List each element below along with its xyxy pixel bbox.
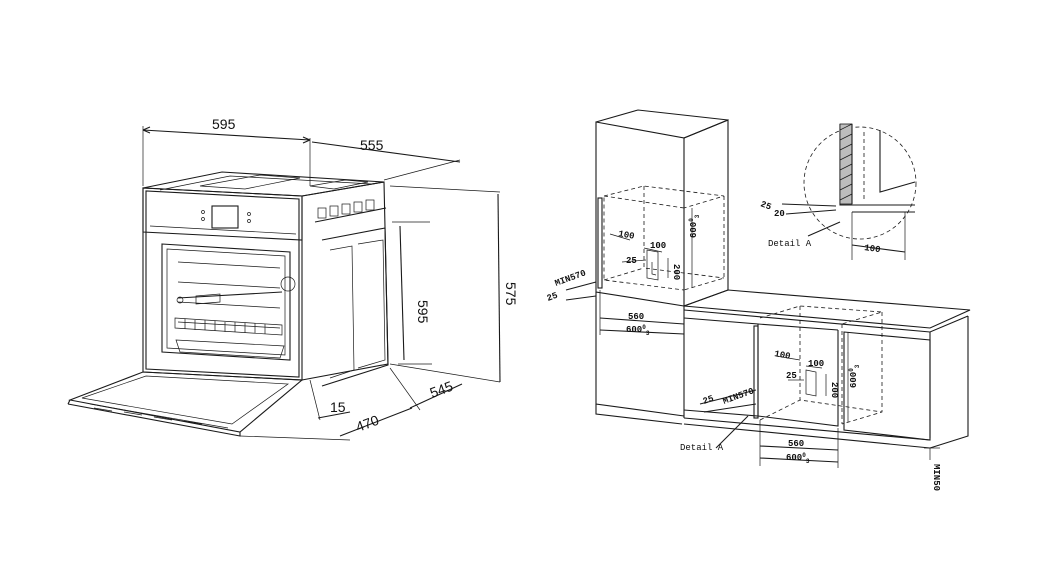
col-dim-600: 60003 — [626, 324, 650, 337]
uc-dim-100-a: 100 — [773, 349, 791, 362]
uc-dim-600-vert: 60003 — [848, 364, 861, 388]
uc-dim-min570: MIN570 — [722, 386, 756, 406]
dim-15: 15 — [330, 399, 346, 415]
uc-dim-25: 25 — [786, 371, 797, 381]
oven-cavity — [161, 243, 296, 361]
dim-depth-555: 555 — [360, 137, 384, 153]
dim-height-595: 595 — [415, 300, 431, 324]
column-side — [683, 119, 729, 307]
col-dim-100-a: 100 — [617, 229, 635, 242]
col-dim-25-b: 25 — [546, 291, 560, 304]
detail-dim-25: 25 — [759, 199, 773, 212]
worktop — [683, 289, 971, 329]
uc-dim-min50: MIN50 — [931, 464, 941, 491]
dim-width-595: 595 — [212, 116, 236, 132]
uc-dim-100-b: 100 — [808, 359, 824, 369]
uc-dim-25-b: 25 — [702, 394, 716, 407]
undercounter-vent-strip — [753, 325, 759, 419]
dim-545: 545 — [428, 378, 456, 401]
col-dim-600-vert: 60003 — [688, 214, 701, 238]
oven-side-panel — [301, 181, 389, 387]
undercounter-cabinet-view: 100 100 25 200 60003 MIN570 25 560 60003… — [595, 289, 971, 491]
detail-a-label-top: Detail A — [768, 239, 812, 249]
detail-a-label-bottom: Detail A — [680, 443, 724, 453]
column-front — [595, 121, 685, 307]
column-vent-strip — [597, 197, 603, 289]
uc-dim-600: 60003 — [786, 452, 810, 465]
col-dim-200: 200 — [671, 264, 681, 280]
col-dim-25: 25 — [626, 256, 637, 266]
column-cabinet-view: 100 100 25 200 60003 MIN570 25 560 60003 — [546, 109, 729, 337]
col-dim-560: 560 — [628, 312, 644, 322]
oven-isometric-view: 595 555 595 575 545 470 15 — [67, 116, 519, 441]
dim-height-575: 575 — [503, 282, 519, 306]
dim-470: 470 — [354, 412, 382, 435]
oven-door-open — [67, 371, 304, 437]
oven-dimension-lines — [142, 126, 501, 437]
uc-dim-200: 200 — [829, 382, 839, 398]
detail-dim-20: 20 — [774, 209, 785, 219]
uc-dim-560: 560 — [788, 439, 804, 449]
col-dim-100-b: 100 — [650, 241, 666, 251]
detail-dim-100: 100 — [864, 243, 881, 255]
oven-extension-lines — [142, 126, 501, 441]
detail-a-panel — [839, 123, 853, 205]
column-base — [595, 292, 685, 417]
detail-a-view: 25 20 100 Detail A — [759, 123, 917, 260]
